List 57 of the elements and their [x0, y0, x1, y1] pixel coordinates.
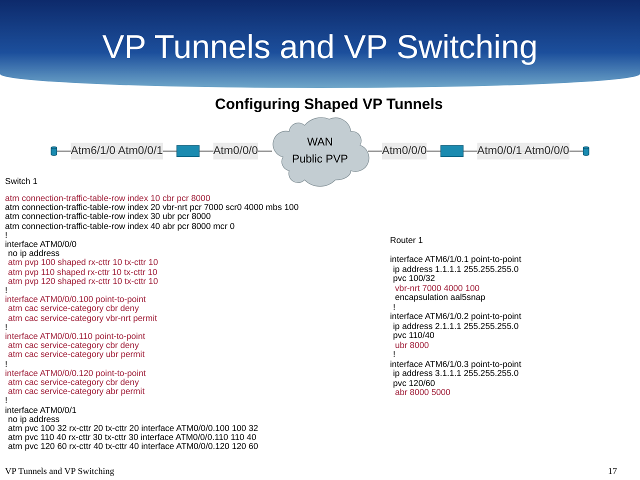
slide-title: VP Tunnels and VP Switching [101, 28, 539, 66]
config-line: interface ATM6/1/0.2 point-to-point [390, 312, 522, 322]
config-line: atm cac service-category cbr deny [8, 378, 139, 388]
config-line: atm cac service-category abr permit [8, 387, 145, 397]
node-box [176, 145, 200, 158]
config-line: ! [5, 322, 8, 332]
config-line: atm pvc 110 40 rx-cttr 30 tx-cttr 30 interface ATM0/0/0.110 110 40 [8, 433, 256, 442]
config-line: interface ATM6/1/0.3 point-to-point [390, 360, 522, 369]
device-label: Switch 1 [5, 177, 38, 186]
config-line: interface ATM0/0/0.120 point-to-point [5, 368, 146, 378]
config-line: atm connection-traffic-table-row index 40 abr pcr 8000 mcr 0 [5, 222, 235, 232]
config-line: atm cac service-category ubr permit [8, 350, 145, 360]
config-line: ! [5, 396, 8, 406]
config-line: no ip address [8, 249, 60, 258]
config-line: ip address 2.1.1.1 255.255.255.0 [393, 322, 519, 331]
config-line: atm pvp 100 shaped rx-cttr 10 tx-cttr 10 [8, 258, 158, 268]
config-line: ip address 1.1.1.1 255.255.255.0 [393, 264, 519, 274]
edge-label: Atm0/0/1 Atm0/0/0 [477, 144, 570, 157]
config-line: ip address 3.1.1.1 255.255.255.0 [393, 369, 519, 378]
node-cylinder [50, 146, 58, 156]
config-line: no ip address [8, 414, 60, 424]
config-line: abr 8000 5000 [395, 388, 450, 398]
config-line: atm connection-traffic-table-row index 20 vbr-nrt pcr 7000 scr0 4000 mbs 100 [5, 203, 299, 212]
config-line: atm pvc 120 60 rx-cttr 40 tx-cttr 40 interface ATM0/0/0.120 120 60 [8, 442, 258, 452]
node-cylinder [582, 146, 590, 156]
config-line: interface ATM6/1/0.1 point-to-point [390, 255, 522, 264]
config-line: pvc 110/40 [393, 331, 434, 340]
config-line: atm pvc 100 32 rx-cttr 20 tx-cttr 20 interface ATM0/0/0.100 100 32 [8, 424, 258, 434]
device-label: Router 1 [390, 236, 423, 246]
config-line: atm cac service-category cbr deny [8, 304, 139, 314]
config-line: ubr 8000 [395, 340, 429, 350]
node-box [440, 145, 464, 158]
page-number: 17 [608, 467, 617, 476]
config-line: atm pvp 110 shaped rx-cttr 10 tx-cttr 10 [8, 268, 158, 278]
config-line: interface ATM0/0/0 [5, 240, 76, 250]
config-line: atm connection-traffic-table-row index 10 cbr pcr 8000 [5, 194, 210, 204]
config-line: atm pvp 120 shaped rx-cttr 10 tx-cttr 10 [8, 276, 158, 286]
config-line: ! [5, 360, 8, 370]
edge-label: Atm0/0/0 [213, 144, 258, 157]
config-line: ! [393, 350, 396, 360]
config-line: interface ATM0/0/0.110 point-to-point [5, 332, 146, 342]
config-line: interface ATM0/0/0.100 point-to-point [5, 295, 146, 304]
footer-text: VP Tunnels and VP Switching [5, 467, 114, 476]
edge-label: Atm0/0/0 [382, 144, 427, 157]
config-line: ! [393, 302, 396, 312]
config-line: ! [5, 286, 8, 296]
edge-label: Atm6/1/0 Atm0/0/1 [70, 144, 163, 157]
config-line: atm cac service-category vbr-nrt permit [8, 314, 157, 324]
config-line: interface ATM0/0/1 [5, 406, 76, 416]
config-line: atm cac service-category cbr deny [8, 341, 139, 350]
config-line: pvc 120/60 [393, 378, 436, 388]
config-line: pvc 100/32 [393, 274, 436, 284]
config-line: ! [5, 230, 8, 240]
subtitle: Configuring Shaped VP Tunnels [215, 96, 443, 113]
config-line: vbr-nrt 7000 4000 100 [395, 284, 480, 293]
config-line: atm connection-traffic-table-row index 30 ubr pcr 8000 [5, 212, 211, 222]
config-line: encapsulation aal5snap [395, 293, 486, 302]
